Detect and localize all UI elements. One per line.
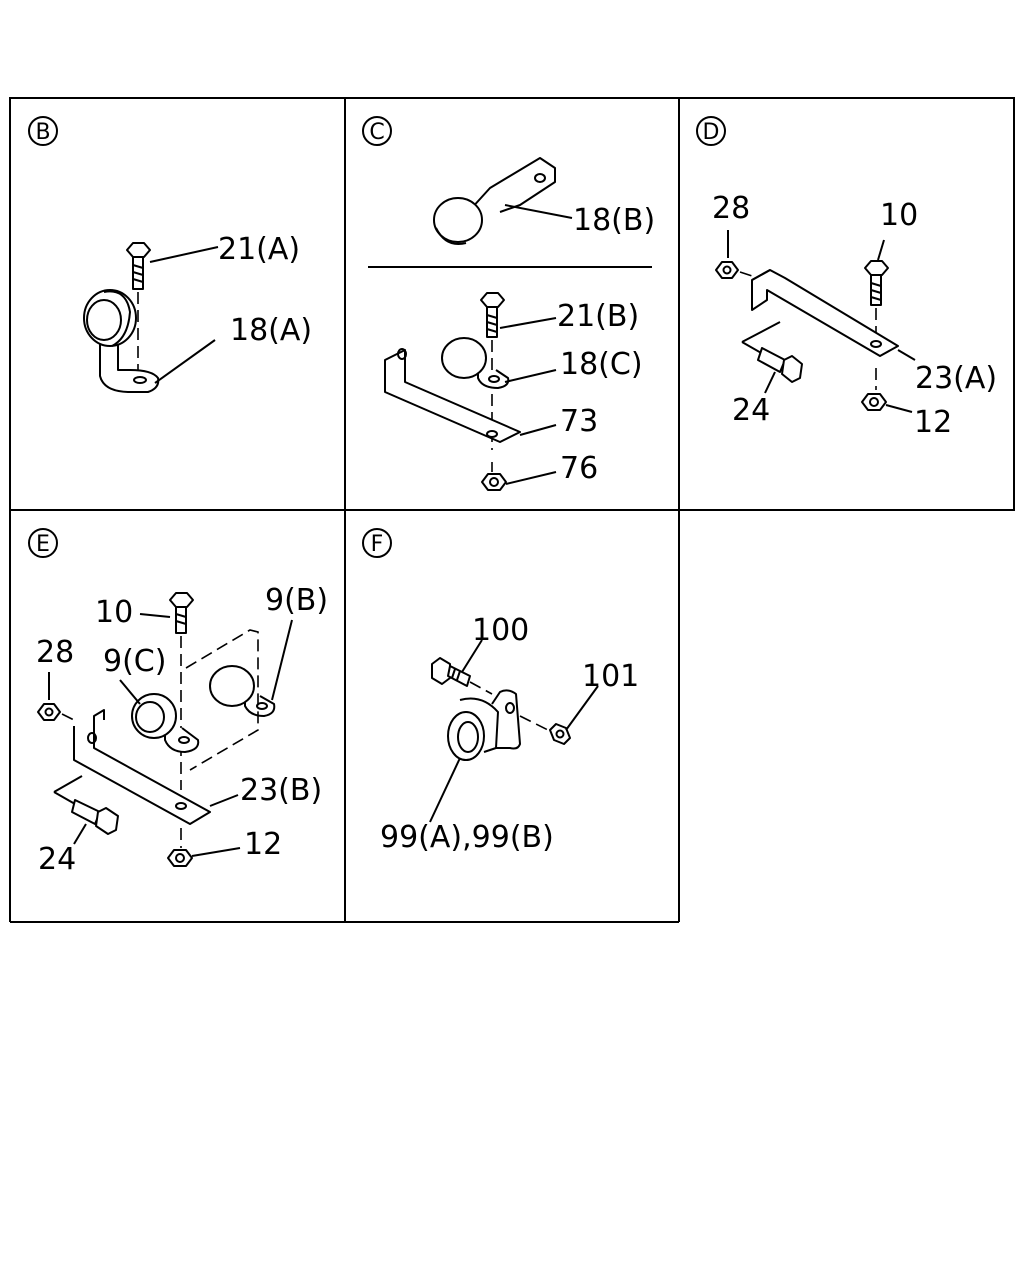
label-24-d: 24	[732, 393, 770, 428]
label-99: 99(A),99(B)	[380, 820, 554, 855]
panel-c-letter-badge: C	[362, 116, 392, 146]
label-18b: 18(B)	[573, 203, 655, 238]
bolt-24-d	[757, 347, 803, 383]
nut-12-e	[167, 849, 193, 867]
label-28-d: 28	[712, 191, 750, 226]
clamp-18a	[83, 289, 160, 393]
label-23a: 23(A)	[915, 361, 997, 396]
clamp-9c	[131, 693, 200, 753]
leader-21a	[149, 246, 219, 263]
panel-b-letter: B	[35, 120, 50, 145]
panel-grid	[9, 97, 1015, 923]
panel-f-letter-badge: F	[362, 528, 392, 558]
bolt-21b	[480, 292, 505, 338]
panel-d-letter: D	[703, 120, 720, 145]
clamp-18b	[433, 157, 556, 245]
label-9b: 9(B)	[265, 583, 328, 618]
leader-18b	[504, 204, 573, 219]
label-100: 100	[472, 613, 529, 648]
nut-76	[481, 473, 507, 491]
bracket-73	[384, 348, 521, 443]
label-73: 73	[560, 404, 598, 439]
panel-d-letter-badge: D	[696, 116, 726, 146]
bolt-21a	[126, 242, 151, 290]
panel-f: F 100 101 99(A),99(B)	[362, 528, 639, 855]
bolt-24-e	[71, 799, 119, 835]
bolt-10-d	[864, 260, 889, 306]
panel-e-letter: E	[36, 532, 50, 557]
clamp-18c	[441, 337, 510, 389]
panel-b-letter-badge: B	[28, 116, 58, 146]
nut-12-d	[861, 393, 887, 411]
leader-18a	[154, 339, 216, 384]
label-101: 101	[582, 659, 639, 694]
bolt-10-e	[169, 592, 194, 634]
panel-c: C 18(B)	[362, 116, 655, 491]
bracket-23b	[73, 709, 211, 825]
nut-28-e	[37, 703, 61, 721]
panel-b: B 21(A) 18(A)	[28, 116, 312, 393]
label-18a: 18(A)	[230, 313, 312, 348]
panel-e-letter-badge: E	[28, 528, 58, 558]
label-9c: 9(C)	[103, 644, 166, 679]
label-12-d: 12	[914, 405, 952, 440]
label-21a: 21(A)	[218, 232, 300, 267]
label-21b: 21(B)	[557, 299, 639, 334]
bolt-100	[431, 657, 471, 687]
label-12-e: 12	[244, 827, 282, 862]
nut-101	[549, 723, 571, 745]
label-23b: 23(B)	[240, 773, 322, 808]
nut-28	[715, 261, 739, 279]
panel-f-letter: F	[371, 532, 384, 557]
label-10-d: 10	[880, 198, 918, 233]
panel-e: E	[28, 528, 328, 877]
panel-c-letter: C	[369, 120, 384, 145]
bracket-23a	[751, 269, 899, 357]
clamp-99	[447, 689, 521, 761]
label-76: 76	[560, 451, 598, 486]
clamp-9b	[209, 665, 276, 717]
label-24-e: 24	[38, 842, 76, 877]
label-10-e: 10	[95, 595, 133, 630]
label-18c: 18(C)	[560, 347, 643, 382]
panel-d: D	[696, 116, 997, 440]
label-28-e: 28	[36, 635, 74, 670]
